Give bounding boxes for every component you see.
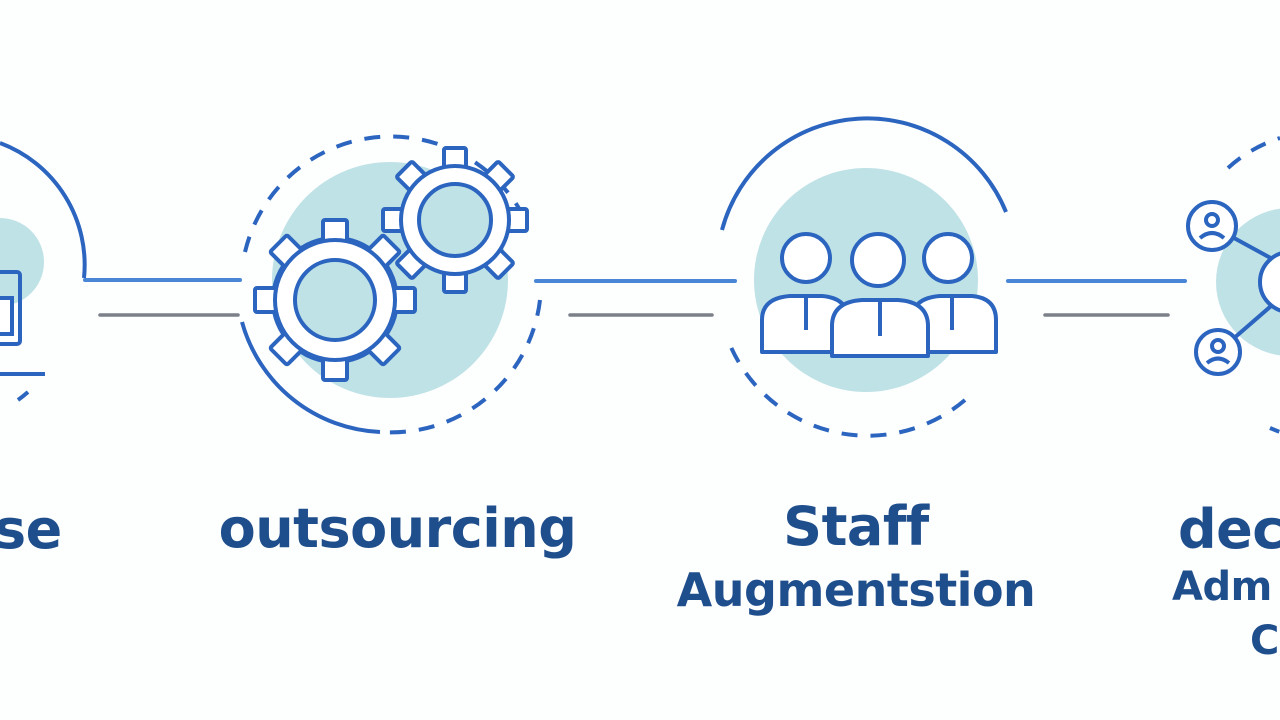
network-icon: [1186, 200, 1280, 376]
step-fill: [1216, 208, 1280, 356]
step-label-in-house: se: [0, 498, 62, 561]
step-ring-solid: [240, 321, 381, 434]
step-sublabel-augmentation: Augmentstion: [676, 563, 1036, 617]
step-ring-solid: [720, 116, 1008, 231]
step-ring-dashed: [1269, 426, 1280, 434]
step-ring-dashed: [243, 134, 522, 253]
step-ring-dashed: [379, 299, 542, 435]
step-ring-lower: [16, 390, 30, 402]
step-sublabel-dedicated-2: C: [1250, 618, 1279, 664]
step-label-staff: Staff: [783, 495, 929, 558]
step-sublabel-dedicated: Adm: [1172, 564, 1272, 610]
step-outsourcing: [240, 134, 542, 435]
step-ring-dashed: [726, 339, 967, 438]
step-staff-augmentation: [720, 116, 1008, 438]
step-ring-dashed: [1226, 136, 1280, 170]
gears-icon: [253, 146, 529, 382]
step-dedicated: [1186, 136, 1280, 434]
connectors: [83, 278, 1187, 317]
team-icon: [760, 232, 998, 358]
step-ring: [0, 141, 87, 279]
step-in-house: [0, 141, 87, 402]
laptop-icon: [0, 270, 45, 376]
step-label-dedicated: dec: [1178, 498, 1280, 561]
step-fill: [0, 218, 44, 306]
step-label-outsourcing: outsourcing: [218, 497, 577, 560]
